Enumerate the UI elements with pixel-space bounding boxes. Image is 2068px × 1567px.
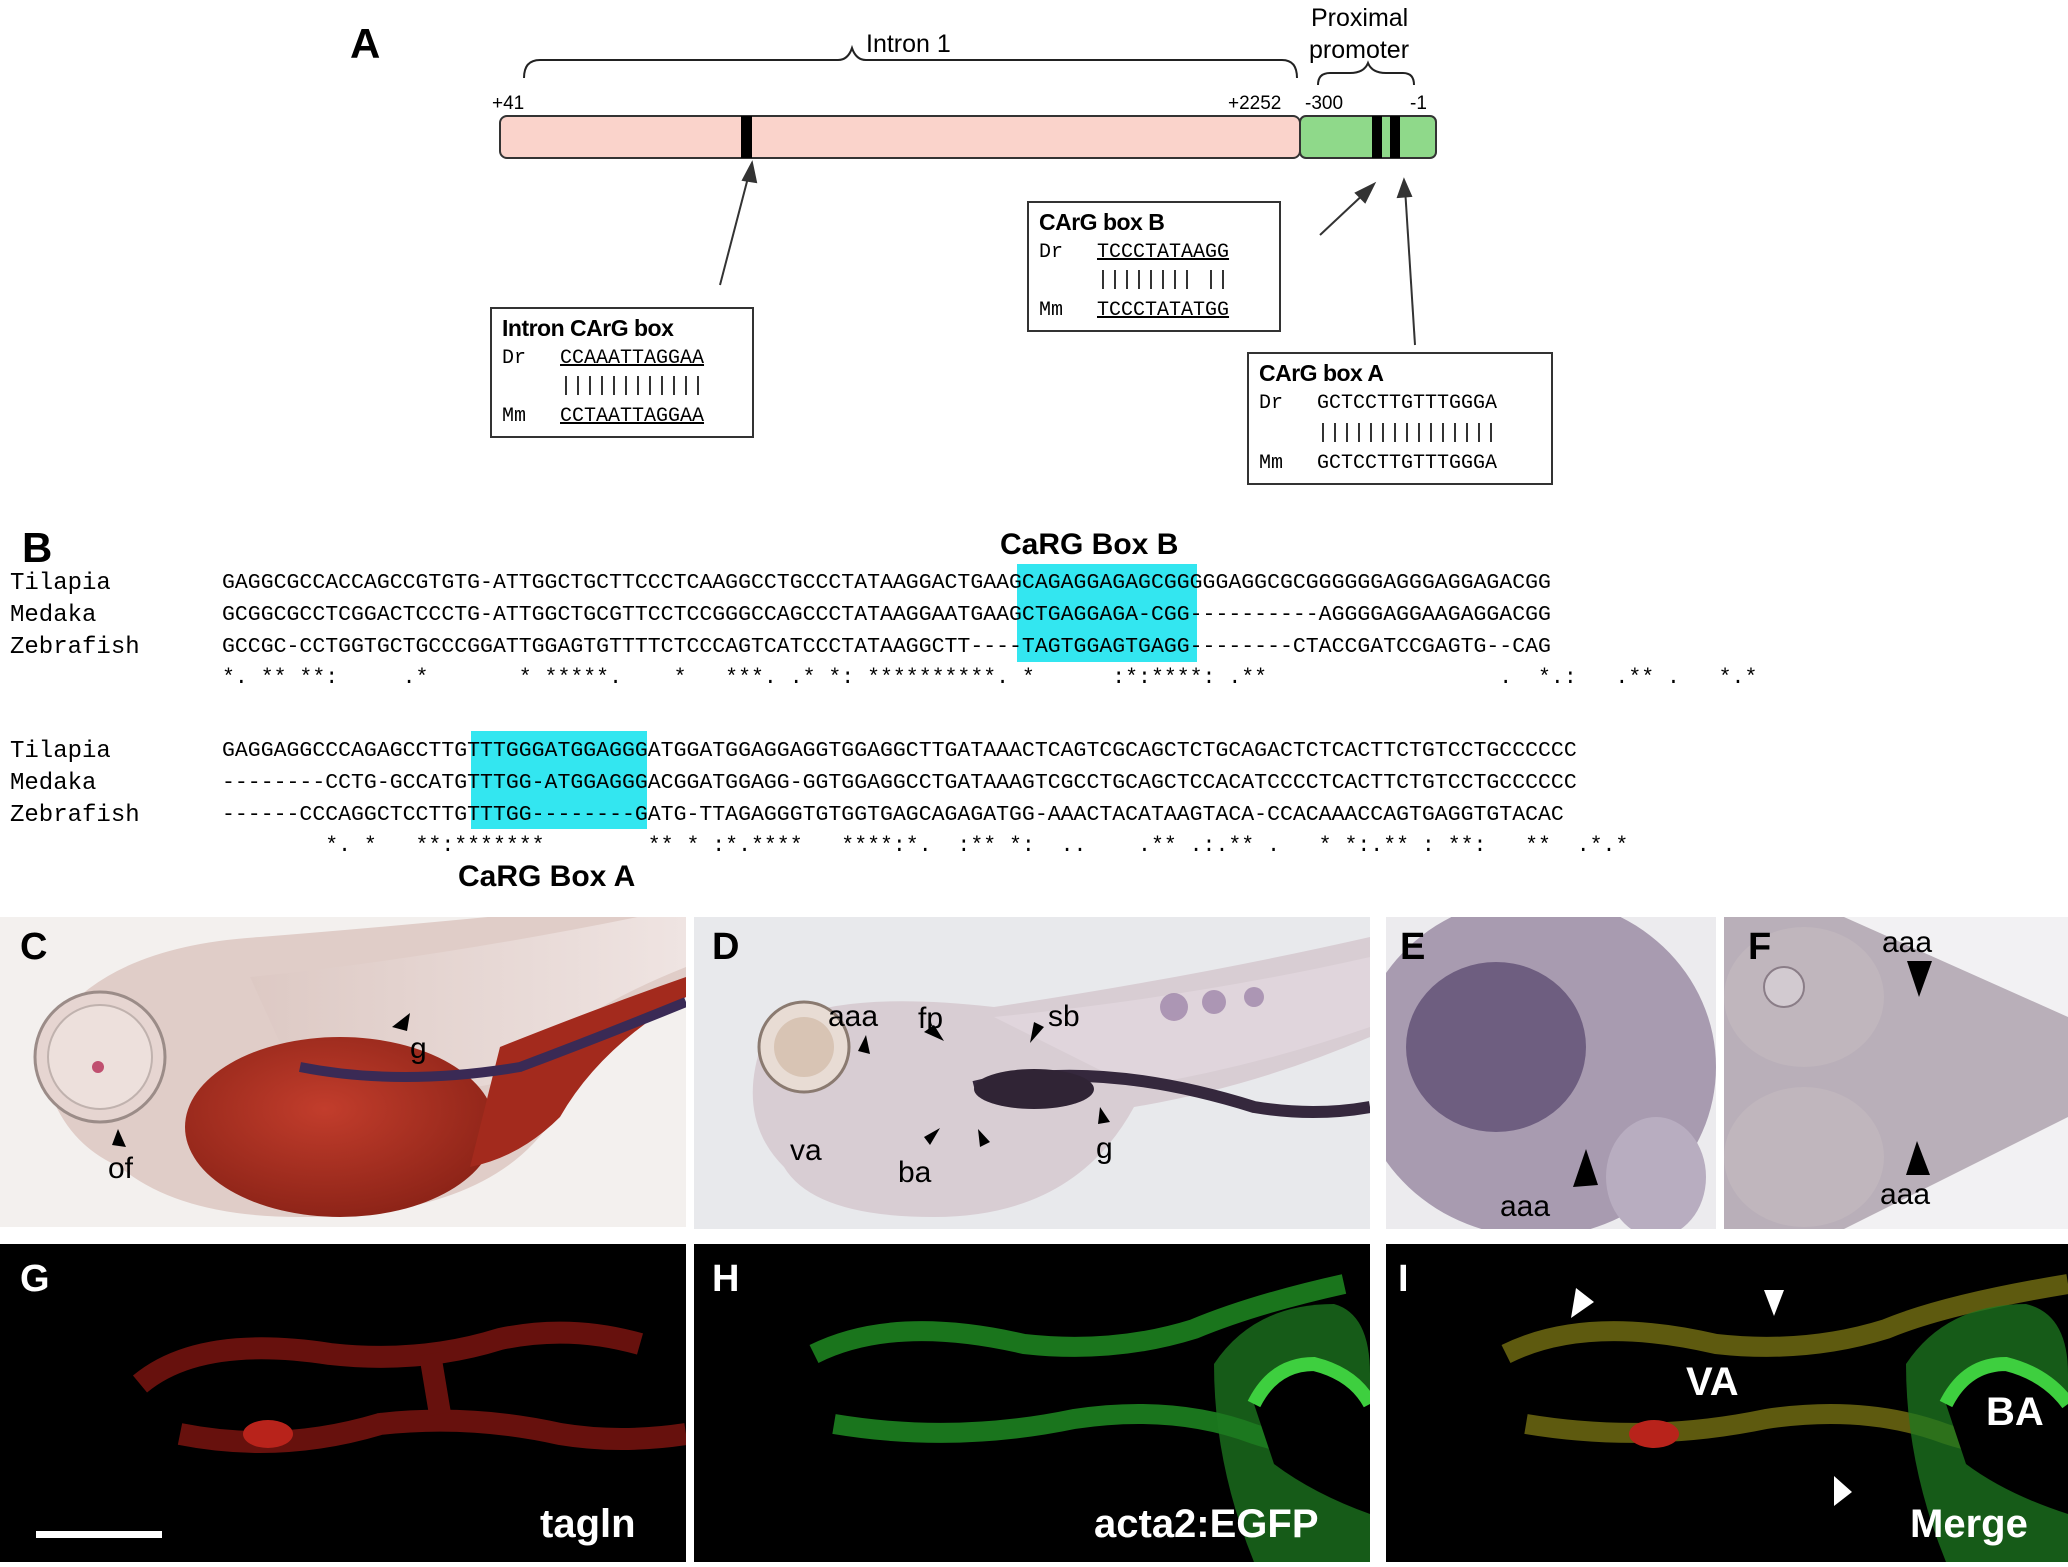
scale-bar	[36, 1531, 162, 1538]
panel-e-arrow	[1573, 1149, 1598, 1187]
carg-a-mm-seq: GCTCCTTGTTTGGGA	[1317, 452, 1498, 475]
g-label: tagln	[540, 1502, 636, 1546]
e-label-aaa: aaa	[1500, 1190, 1551, 1223]
carg-a-arrow	[1404, 187, 1416, 346]
i-label-va: VA	[1686, 1360, 1739, 1404]
seq-tilapia-1: GAGGCGCCACCAGCCGTGTG-ATTGGCTGCTTCCCTCAAG…	[222, 571, 1551, 595]
panel-d-arrows	[858, 1022, 1110, 1147]
panel-h-image	[694, 1244, 1370, 1562]
seq-medaka-1: GCGGCGCCTCGGACTCCCTG-ATTGGCTGCGTTCCTCCGG…	[222, 603, 1551, 627]
promoter-label-1: Proximal	[1311, 4, 1409, 32]
carg-a-title: CArG box A	[1259, 360, 1384, 386]
intron-dr-label: Dr	[502, 347, 527, 370]
c-label-g: g	[410, 1032, 427, 1065]
panel-c-arrows	[112, 1013, 410, 1147]
carg-box-a-label: CaRG Box A	[458, 860, 636, 893]
intron-bar	[499, 115, 1301, 159]
panel-a-letter: A	[350, 20, 381, 67]
panel-i-letter: I	[1398, 1258, 1409, 1300]
species-medaka-2: Medaka	[10, 770, 97, 797]
panel-f-letter: F	[1748, 926, 1772, 968]
d-label-sb: sb	[1048, 1000, 1080, 1033]
species-tilapia-2: Tilapia	[10, 738, 111, 765]
panel-e-letter: E	[1400, 926, 1426, 968]
panel-f-arrows	[1906, 961, 1932, 1175]
carg-b-box: CArG box B Dr TCCCTATAAGG |||||||| || Mm…	[1027, 201, 1281, 332]
d-label-aaa: aaa	[828, 1000, 879, 1033]
i-label-ba: BA	[1986, 1390, 2044, 1434]
panel-b-letter: B	[22, 524, 53, 571]
intron-mm-label: Mm	[502, 405, 527, 428]
intron-bars: ||||||||||||	[560, 375, 705, 398]
panel-c-image	[0, 917, 686, 1227]
carg-b-highlight	[1017, 564, 1197, 662]
species-tilapia-1: Tilapia	[10, 570, 111, 597]
species-zebrafish-2: Zebrafish	[10, 802, 140, 829]
consensus-2: *. * **:******* ** * :*.**** ****:*. :**…	[222, 834, 1629, 858]
panel-h-letter: H	[712, 1258, 740, 1300]
d-label-ba: ba	[898, 1156, 932, 1189]
carg-b-dr-label: Dr	[1039, 241, 1064, 264]
h-label: acta2:EGFP	[1094, 1502, 1319, 1546]
species-medaka-1: Medaka	[10, 602, 97, 629]
promoter-brace	[1317, 60, 1415, 86]
d-label-fp: fp	[918, 1002, 944, 1035]
gene-schematic	[499, 44, 1437, 346]
panel-f-image	[1724, 917, 2068, 1229]
panel-i-image	[1386, 1244, 2068, 1562]
intron-arrow	[719, 169, 751, 286]
intron-dr-seq: CCAAATTAGGAA	[560, 347, 705, 370]
promoter-label-2: promoter	[1309, 36, 1410, 64]
seq-medaka-2: --------CCTG-GCCATGTTTGG-ATGGAGGGACGGATG…	[222, 771, 1577, 795]
panel-g-letter: G	[20, 1258, 50, 1300]
carg-b-title: CArG box B	[1039, 209, 1165, 235]
carg-b-mm-seq: TCCCTATATGG	[1097, 299, 1230, 322]
seq-zebrafish-1: GCCGC-CCTGGTGCTGCCCGGATTGGAGTGTTTTCTCCCA…	[222, 635, 1551, 659]
of-arrowhead	[112, 1129, 126, 1147]
carg-b-marker	[1372, 116, 1382, 158]
consensus-1: *. ** **: .* * *****. * ***. .* *: *****…	[222, 666, 1758, 690]
carg-a-dr-seq: GCTCCTTGTTTGGGA	[1317, 392, 1498, 415]
carg-a-marker	[1390, 116, 1400, 158]
pos-promoter-end: -1	[1410, 93, 1427, 114]
g-arrowhead	[392, 1013, 410, 1031]
intron-carg-marker	[741, 116, 752, 158]
carg-b-bars: |||||||| ||	[1097, 269, 1230, 292]
seq-zebrafish-2: ------CCCAGGCTCCTTGTTTGG--------GATG-TTA…	[222, 803, 1564, 827]
carg-a-dr-label: Dr	[1259, 392, 1284, 415]
carg-b-dr-seq: TCCCTATAAGG	[1097, 241, 1230, 264]
panel-g-image	[0, 1244, 686, 1562]
panel-d-image	[694, 917, 1370, 1229]
c-label-of: of	[108, 1152, 134, 1185]
panel-d-letter: D	[712, 926, 740, 968]
intron-label: Intron 1	[866, 30, 951, 58]
pos-promoter-start: -300	[1305, 93, 1344, 114]
species-zebrafish-1: Zebrafish	[10, 634, 140, 661]
pos-start: +41	[492, 93, 525, 114]
seq-tilapia-2: GAGGAGGCCCAGAGCCTTGTTTGGGATGGAGGGATGGATG…	[222, 739, 1577, 763]
panel-c-letter: C	[20, 926, 48, 968]
f-label-aaa-bottom: aaa	[1880, 1178, 1931, 1211]
promoter-bar	[1299, 115, 1437, 159]
intron-carg-title: Intron CArG box	[502, 315, 674, 341]
carg-a-highlight	[471, 731, 647, 829]
intron-brace	[523, 44, 1298, 79]
carg-a-bars: |||||||||||||||	[1317, 422, 1498, 445]
f-label-aaa-top: aaa	[1882, 926, 1933, 959]
carg-a-mm-label: Mm	[1259, 452, 1284, 475]
d-label-va: va	[790, 1134, 822, 1167]
i-label-merge: Merge	[1910, 1502, 2028, 1546]
d-label-g: g	[1096, 1132, 1113, 1165]
intron-mm-seq: CCTAATTAGGAA	[560, 405, 705, 428]
intron-carg-box: Intron CArG box Dr CCAAATTAGGAA ||||||||…	[490, 307, 754, 438]
pos-intron-end: +2252	[1228, 93, 1282, 114]
carg-b-mm-label: Mm	[1039, 299, 1064, 322]
carg-a-box: CArG box A Dr GCTCCTTGTTTGGGA ||||||||||…	[1247, 352, 1553, 485]
carg-box-b-label: CaRG Box B	[1000, 528, 1179, 561]
panel-e-image	[1386, 917, 1716, 1229]
